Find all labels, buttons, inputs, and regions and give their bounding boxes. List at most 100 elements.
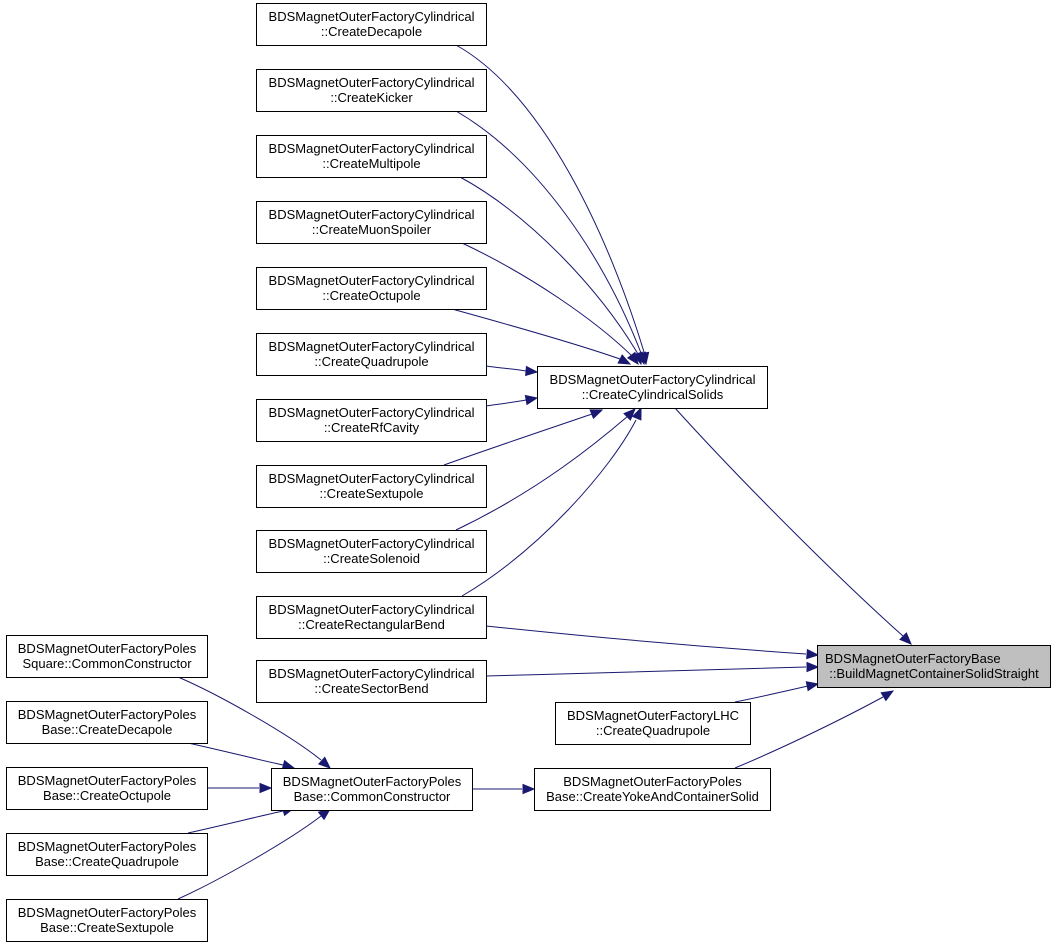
node-ccyl[interactable]: BDSMagnetOuterFactoryCylindrical::Create… (537, 366, 768, 409)
node-label-line2: ::CreateQuadrupole (314, 354, 428, 369)
node-box[interactable] (271, 768, 473, 811)
node-label-line1: BDSMagnetOuterFactoryPoles (18, 773, 197, 788)
node-label-line1: BDSMagnetOuterFactoryCylindrical (269, 273, 475, 288)
arrowhead-icon (631, 406, 642, 421)
node-box[interactable] (256, 201, 487, 244)
edge-pdec-to-pcommon (187, 742, 296, 771)
node-label-line1: BDSMagnetOuterFactoryCylindrical (269, 9, 475, 24)
node-box[interactable] (256, 135, 487, 178)
node-label-line2: ::CreateCylindricalSolids (582, 387, 724, 402)
node-csext[interactable]: BDSMagnetOuterFactoryCylindrical::Create… (256, 465, 487, 508)
node-cmulti[interactable]: BDSMagnetOuterFactoryCylindrical::Create… (256, 135, 487, 178)
node-box[interactable] (817, 645, 1051, 688)
node-poct[interactable]: BDSMagnetOuterFactoryPolesBase::CreateOc… (6, 767, 208, 810)
node-cdec[interactable]: BDSMagnetOuterFactoryCylindrical::Create… (256, 3, 487, 46)
node-label-line2: ::CreateRectangularBend (298, 617, 445, 632)
node-label-line2: ::CreateMultipole (322, 156, 420, 171)
node-coct[interactable]: BDSMagnetOuterFactoryCylindrical::Create… (256, 267, 487, 310)
node-box[interactable] (256, 399, 487, 442)
node-label-line1: BDSMagnetOuterFactoryBase (825, 651, 1001, 666)
arrowhead-icon (623, 408, 636, 421)
edge-cmulti-to-ccyl (459, 176, 643, 366)
node-box[interactable] (6, 899, 208, 942)
edge-line (734, 685, 809, 703)
node-sqcommon[interactable]: BDSMagnetOuterFactoryPolesSquare::Common… (6, 635, 208, 678)
node-label-line2: Square::CommonConstructor (22, 656, 192, 671)
node-label-line1: BDSMagnetOuterFactoryPoles (18, 839, 197, 854)
node-cmuon[interactable]: BDSMagnetOuterFactoryCylindrical::Create… (256, 201, 487, 244)
node-lhc[interactable]: BDSMagnetOuterFactoryLHC::CreateQuadrupo… (555, 702, 751, 745)
edge-line (461, 419, 637, 597)
node-label-line2: ::CreateSolenoid (323, 551, 420, 566)
node-box[interactable] (256, 3, 487, 46)
node-label-line2: Base::CreateSextupole (40, 920, 174, 935)
node-box[interactable] (555, 702, 751, 745)
node-box[interactable] (534, 768, 771, 811)
edge-line (177, 815, 322, 900)
node-box[interactable] (256, 267, 487, 310)
node-box[interactable] (6, 701, 208, 744)
edge-sqcommon-to-pcommon (177, 676, 331, 769)
node-box[interactable] (537, 366, 768, 409)
node-box[interactable] (6, 767, 208, 810)
arrowhead-icon (626, 351, 639, 366)
node-label-line1: BDSMagnetOuterFactoryPoles (563, 774, 742, 789)
edge-cquad-to-ccyl (485, 365, 539, 377)
node-label-line1: BDSMagnetOuterFactoryCylindrical (269, 141, 475, 156)
function-nodes: BDSMagnetOuterFactoryCylindrical::Create… (6, 3, 1051, 942)
edge-line (187, 742, 284, 766)
node-label-line1: BDSMagnetOuterFactoryCylindrical (269, 602, 475, 617)
arrowhead-icon (522, 783, 536, 795)
node-box[interactable] (6, 635, 208, 678)
node-crect[interactable]: BDSMagnetOuterFactoryCylindrical::Create… (256, 596, 487, 639)
node-label-line1: BDSMagnetOuterFactoryPoles (18, 707, 197, 722)
node-label-line1: BDSMagnetOuterFactoryPoles (283, 774, 462, 789)
edge-coct-to-ccyl (451, 308, 632, 365)
edge-line (443, 413, 593, 466)
node-box[interactable] (256, 69, 487, 112)
edge-crect-to-ccyl (461, 406, 642, 597)
call-edges (177, 44, 912, 900)
node-csol[interactable]: BDSMagnetOuterFactoryCylindrical::Create… (256, 530, 487, 573)
node-label-line2: ::CreateDecapole (321, 24, 422, 39)
node-label-line1: BDSMagnetOuterFactoryCylindrical (550, 372, 756, 387)
node-label-line2: ::BuildMagnetContainerSolidStraight (829, 666, 1039, 681)
node-box[interactable] (256, 596, 487, 639)
node-pdec[interactable]: BDSMagnetOuterFactoryPolesBase::CreateDe… (6, 701, 208, 744)
edge-line (455, 110, 642, 354)
node-pquad[interactable]: BDSMagnetOuterFactoryPolesBase::CreateQu… (6, 833, 208, 876)
arrowhead-icon (317, 756, 331, 769)
arrowhead-icon (525, 365, 539, 377)
node-box[interactable] (256, 465, 487, 508)
node-label-line2: ::CreateOctupole (322, 288, 420, 303)
arrowhead-icon (806, 661, 820, 673)
node-box[interactable] (256, 660, 487, 703)
node-pcommon[interactable]: BDSMagnetOuterFactoryPolesBase::CommonCo… (271, 768, 473, 811)
node-box[interactable] (256, 530, 487, 573)
edge-pcommon-to-yoke (471, 783, 536, 795)
node-csect[interactable]: BDSMagnetOuterFactoryCylindrical::Create… (256, 660, 487, 703)
node-box[interactable] (256, 333, 487, 376)
arrowhead-icon (806, 648, 820, 660)
node-crf[interactable]: BDSMagnetOuterFactoryCylindrical::Create… (256, 399, 487, 442)
edge-line (485, 625, 807, 655)
edge-cmuon-to-ccyl (461, 242, 639, 366)
node-label-line2: Base::CreateOctupole (43, 788, 171, 803)
edge-crect-to-base (485, 625, 820, 660)
node-psext[interactable]: BDSMagnetOuterFactoryPolesBase::CreateSe… (6, 899, 208, 942)
node-label-line2: Base::CreateQuadrupole (35, 854, 179, 869)
edge-csect-to-base (485, 661, 820, 677)
arrowhead-icon (880, 690, 895, 702)
node-yoke[interactable]: BDSMagnetOuterFactoryPolesBase::CreateYo… (534, 768, 771, 811)
edge-line (674, 407, 904, 637)
edge-line (485, 666, 807, 677)
edge-lhc-to-base (734, 681, 820, 703)
node-cquad[interactable]: BDSMagnetOuterFactoryCylindrical::Create… (256, 333, 487, 376)
node-base[interactable]: BDSMagnetOuterFactoryBase::BuildMagnetCo… (817, 645, 1051, 688)
node-label-line2: Base::CommonConstructor (294, 789, 451, 804)
node-label-line1: BDSMagnetOuterFactoryCylindrical (269, 536, 475, 551)
node-box[interactable] (6, 833, 208, 876)
node-ckick[interactable]: BDSMagnetOuterFactoryCylindrical::Create… (256, 69, 487, 112)
edge-csol-to-ccyl (455, 408, 636, 531)
